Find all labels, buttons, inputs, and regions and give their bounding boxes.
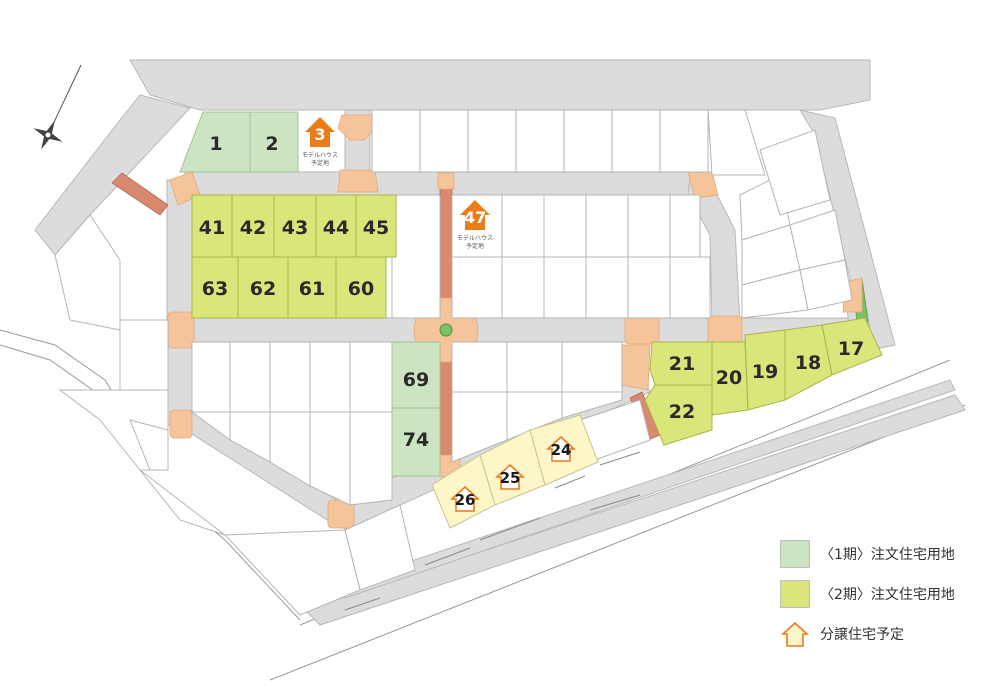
model-house-caption-47b: 予定地 (466, 242, 484, 250)
house-icon-26: 26 (449, 485, 481, 512)
lot-label-74: 74 (403, 429, 429, 451)
lot-22[interactable] (644, 384, 713, 446)
unassigned-lots (54, 109, 853, 616)
lot-63[interactable] (191, 256, 239, 319)
lot-60[interactable] (335, 256, 387, 319)
lot-label-42: 42 (240, 217, 266, 239)
model-house-47[interactable]: 47 モデルハウス 予定地 (457, 200, 493, 250)
model-house-label-3: 3 (314, 125, 325, 144)
lot-label-2: 2 (265, 133, 278, 155)
legend-label-phase1: 〈1期〉注文住宅用地 (820, 547, 955, 563)
legend-label-phase2: 〈2期〉注文住宅用地 (820, 587, 955, 603)
lot-2[interactable] (249, 111, 299, 173)
lot-label-41: 41 (199, 217, 225, 239)
lot-label-61: 61 (299, 278, 325, 300)
lot-label-22: 22 (669, 401, 695, 423)
roads (34, 59, 966, 626)
model-house-caption-3a: モデルハウス (302, 151, 338, 159)
model-house-caption-3b: 予定地 (311, 159, 329, 167)
lot-61[interactable] (287, 256, 337, 319)
lot-69[interactable] (391, 341, 441, 409)
lot-label-62: 62 (250, 278, 276, 300)
lot-label-17: 17 (838, 338, 864, 360)
compass-icon (33, 64, 82, 150)
legend-swatch-phase2 (780, 580, 810, 608)
legend-row-planned: 分譲住宅予定 (780, 620, 990, 648)
lot-label-63: 63 (202, 278, 228, 300)
model-house-3[interactable]: 3 モデルハウス 予定地 (302, 117, 338, 167)
house-icon-24: 24 (545, 435, 577, 462)
legend-row-phase2: 〈2期〉注文住宅用地 (780, 580, 990, 608)
lot-label-20: 20 (716, 367, 742, 389)
rail-markings (344, 451, 641, 611)
lot-label-19: 19 (752, 361, 778, 383)
legend-swatch-phase1 (780, 540, 810, 568)
model-house-caption-47a: モデルハウス (457, 234, 493, 242)
lot-74[interactable] (391, 407, 441, 477)
lot-label-43: 43 (282, 217, 308, 239)
lot-62[interactable] (237, 256, 289, 319)
model-house-markers: 3 モデルハウス 予定地 47 モデルハウス 予定地 (302, 117, 493, 250)
lot-label-21: 21 (669, 353, 695, 375)
legend-label-planned: 分譲住宅予定 (820, 627, 904, 643)
house-icon-25: 25 (494, 463, 526, 490)
house-icon (780, 621, 810, 647)
lot-label-18: 18 (795, 352, 821, 374)
lot-label-44: 44 (323, 217, 349, 239)
house-label-26: 26 (455, 491, 476, 509)
planned-house-icons: 24 25 26 (449, 435, 577, 512)
model-house-label-47: 47 (464, 208, 486, 227)
lot-45[interactable] (355, 194, 397, 258)
phase2-lots (191, 194, 883, 446)
house-label-24: 24 (551, 441, 572, 459)
lot-label-69: 69 (403, 369, 429, 391)
lot-label-45: 45 (363, 217, 389, 239)
phase1-lots (179, 111, 441, 477)
lot-label-1: 1 (209, 133, 222, 155)
lot-17[interactable] (821, 317, 883, 376)
park-roundabout (439, 323, 453, 337)
house-label-25: 25 (500, 469, 521, 487)
legend: 〈1期〉注文住宅用地 〈2期〉注文住宅用地 分譲住宅予定 (780, 540, 990, 660)
lot-label-60: 60 (348, 278, 374, 300)
lot-labels: 1 2 69 74 41 42 43 44 45 63 62 61 60 21 … (199, 133, 864, 451)
legend-row-phase1: 〈1期〉注文住宅用地 (780, 540, 990, 568)
